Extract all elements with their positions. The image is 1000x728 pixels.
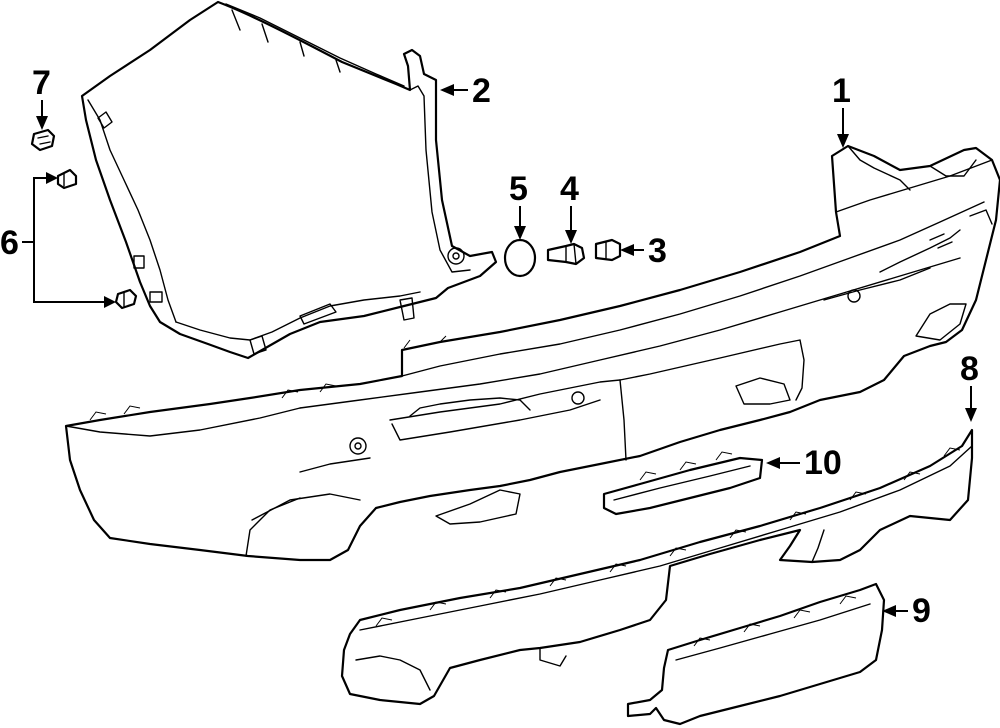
callout-6-label: 6: [0, 224, 19, 262]
callout-3-arrowhead: [620, 244, 634, 256]
callout-10: 10: [766, 444, 842, 482]
callout-6-arrowhead-lower: [104, 296, 116, 308]
callout-3-label: 3: [648, 232, 667, 270]
part-6-retainer-upper: [56, 168, 78, 190]
callout-1-label: 1: [832, 72, 851, 110]
callout-5-label: 5: [509, 170, 528, 208]
callout-1: 1: [832, 72, 851, 148]
callout-6: 6: [0, 172, 116, 308]
callout-5-arrowhead: [514, 226, 526, 240]
callout-8-label: 8: [960, 350, 979, 388]
part-2-bumper-side-bracket: [80, 0, 498, 360]
callout-1-arrowhead: [837, 134, 849, 148]
callout-2-label: 2: [472, 72, 491, 110]
callout-3: 3: [620, 232, 667, 270]
part-1-bumper-cover: [64, 144, 1000, 562]
callout-9-label: 9: [912, 592, 931, 630]
part-4-clip: [546, 242, 586, 266]
part-3-clip: [594, 238, 622, 262]
callout-8: 8: [960, 350, 979, 422]
callout-7-label: 7: [32, 64, 51, 102]
part-7-bolt: [30, 128, 56, 152]
callout-7: 7: [32, 64, 51, 130]
callout-5: 5: [509, 170, 528, 240]
part-10-reflector: [602, 451, 764, 516]
callout-2-arrowhead: [440, 84, 454, 96]
part-6-retainer-lower: [114, 288, 138, 310]
callout-4: 4: [560, 170, 579, 244]
callout-4-label: 4: [560, 170, 579, 208]
part-8-lower-valance: [340, 428, 974, 706]
callout-6-leader: [22, 177, 106, 303]
callout-10-label: 10: [804, 444, 842, 482]
callout-7-arrowhead: [36, 116, 48, 130]
callout-4-arrowhead: [565, 230, 577, 244]
part-5-cap: [503, 238, 537, 278]
callout-2: 2: [440, 72, 491, 110]
callout-9-arrowhead: [882, 605, 896, 617]
callout-6-arrowhead-upper: [46, 172, 58, 184]
callout-9: 9: [882, 592, 931, 630]
callout-10-arrowhead: [766, 457, 780, 469]
callout-8-arrowhead: [965, 408, 977, 422]
part-9-valance-panel: [626, 582, 886, 726]
